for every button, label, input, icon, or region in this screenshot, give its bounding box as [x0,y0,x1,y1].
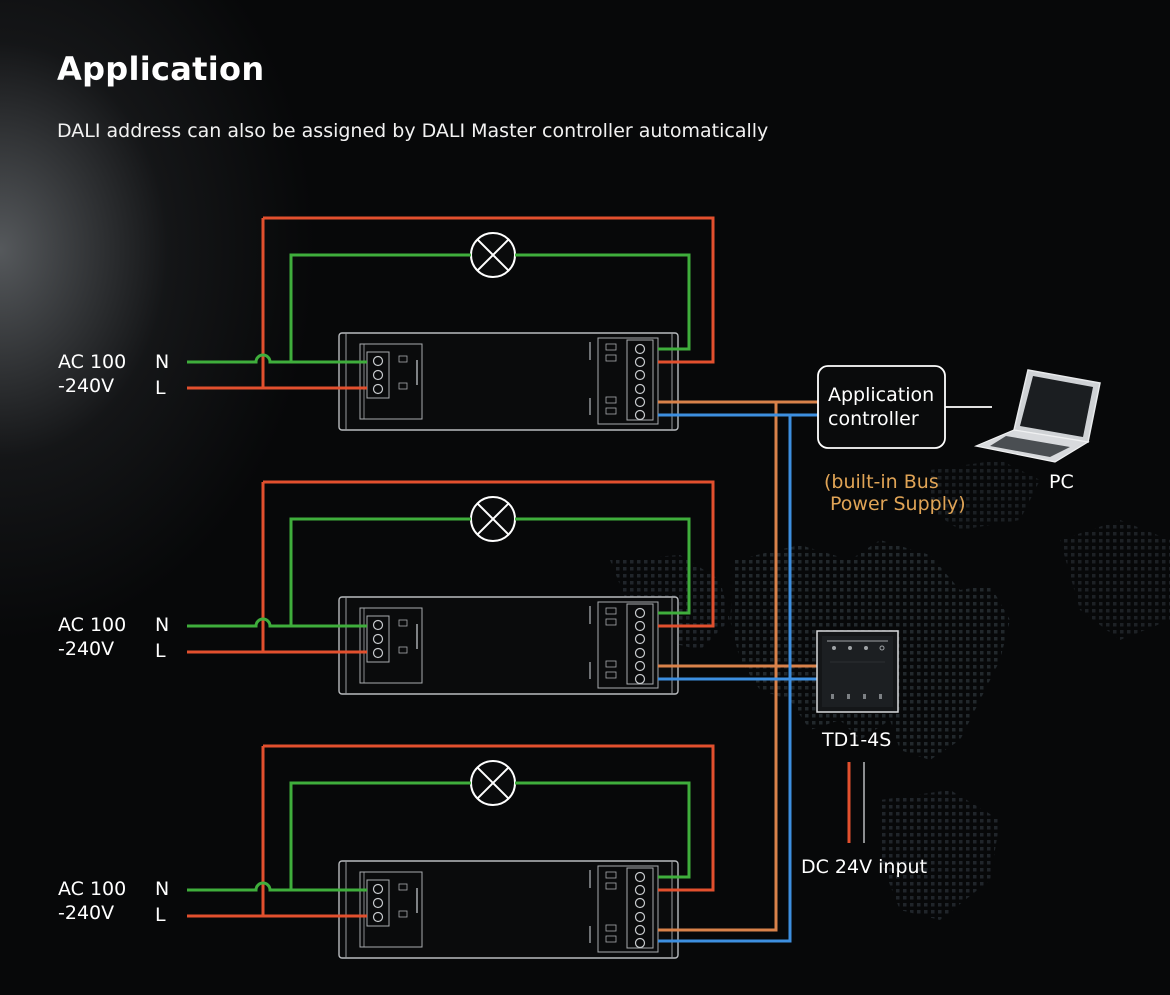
application-controller-label-line2: controller [828,408,919,430]
ac-voltage-range-label-2: -240V [58,638,115,660]
dali-driver-1 [185,216,715,432]
dali-driver-3 [185,744,715,960]
neutral-label-2: N [155,614,170,636]
live-label-1: L [155,377,166,399]
live-label-3: L [155,904,166,926]
dc-24v-input-label: DC 24V input [801,856,928,878]
ac-voltage-range-label-1: -240V [58,375,115,397]
ac-voltage-label-3: AC 100 [58,878,127,900]
live-label-2: L [155,640,166,662]
bus-power-note-line2: Power Supply) [830,493,966,515]
neutral-label-3: N [155,878,170,900]
neutral-label-1: N [155,351,170,373]
laptop-icon [973,369,1101,463]
pc-label: PC [1049,471,1074,493]
page-title: Application [57,50,265,88]
page-subtitle: DALI address can also be assigned by DAL… [57,120,769,142]
dali-bus-da2 [658,413,818,943]
td1-4s-panel-icon [816,630,899,713]
ac-voltage-label-1: AC 100 [58,351,127,373]
td1-4s-label: TD1-4S [822,729,892,751]
application-controller-label-line1: Application [828,384,935,406]
bus-power-note-line1: (built-in Bus [824,471,939,493]
ac-voltage-label-2: AC 100 [58,614,127,636]
ac-voltage-range-label-3: -240V [58,902,115,924]
